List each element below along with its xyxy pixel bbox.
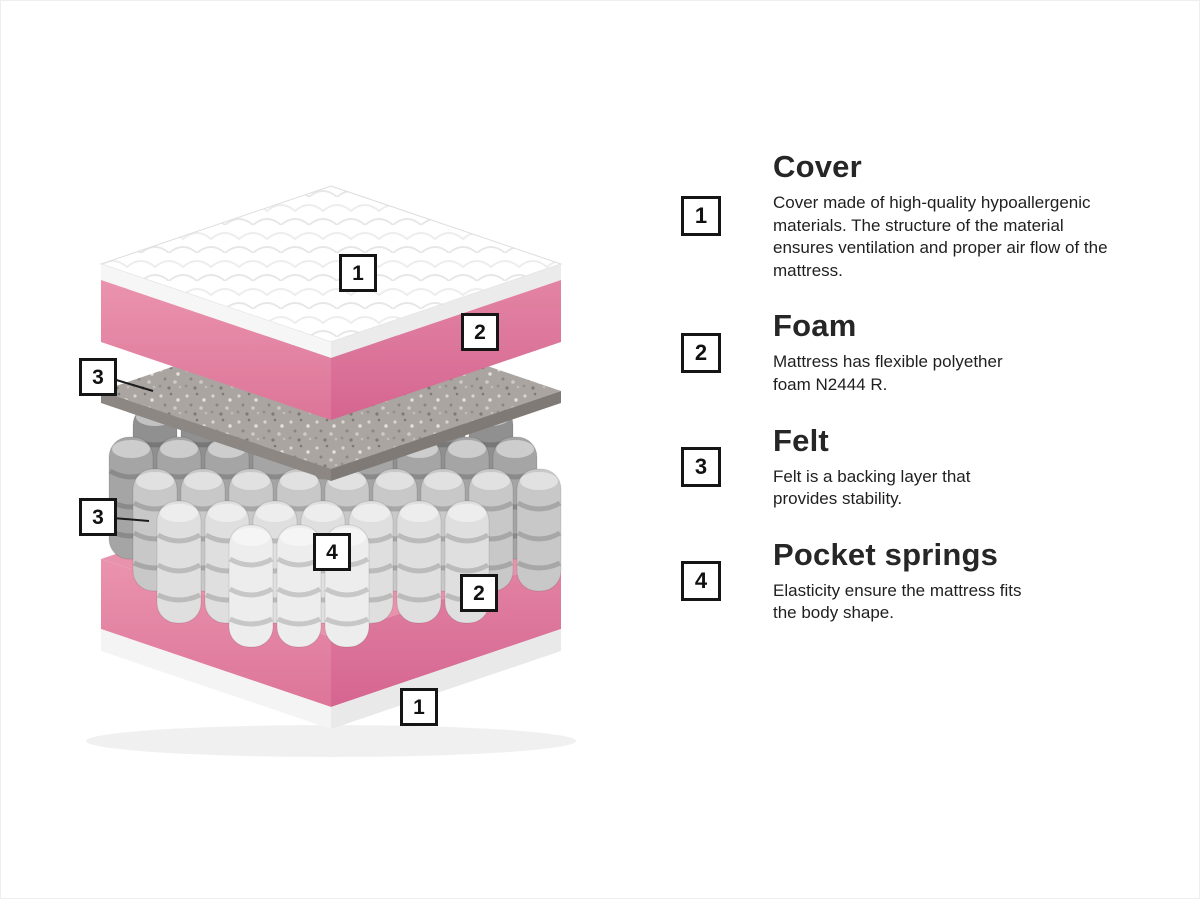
legend-number-foam: 2: [681, 332, 721, 373]
marker-cover-bottom: 1: [400, 688, 438, 726]
legend-text-pocket-springs: Pocket springs Elasticity ensure the mat…: [773, 537, 1049, 625]
legend-number-label: 4: [694, 567, 708, 593]
legend-title-pocket-springs: Pocket springs: [773, 536, 999, 572]
legend-description-cover: Cover made of high-quality hypoallergeni…: [773, 193, 1108, 280]
marker-label: 4: [326, 540, 338, 564]
legend-title-cover: Cover: [773, 149, 862, 184]
legend-item-cover: 1 Cover Cover made of high-quality hypoa…: [681, 149, 1161, 282]
marker-label: 3: [92, 365, 104, 389]
marker-felt-lower: 3: [79, 498, 117, 536]
legend-text-cover: Cover Cover made of high-quality hypoall…: [773, 149, 1125, 282]
legend-number-cover: 1: [681, 195, 721, 236]
legend-title-foam: Foam: [773, 308, 857, 344]
legend-number-pocket-springs: 4: [681, 560, 721, 601]
legend: 1 Cover Cover made of high-quality hypoa…: [681, 149, 1161, 651]
marker-label: 1: [413, 695, 425, 719]
marker-label: 2: [473, 581, 485, 605]
marker-springs: 4: [313, 533, 351, 571]
legend-number-label: 1: [694, 202, 708, 228]
legend-number-label: 3: [694, 453, 708, 479]
legend-item-felt: 3 Felt Felt is a backing layer that prov…: [681, 423, 1161, 511]
marker-leader-lines: [112, 378, 154, 522]
legend-item-foam: 2 Foam Mattress has flexible polyether f…: [681, 308, 1161, 396]
legend-number-felt: 3: [681, 446, 721, 487]
legend-item-pocket-springs: 4 Pocket springs Elasticity ensure the m…: [681, 537, 1161, 625]
marker-foam-bottom: 2: [460, 574, 498, 612]
marker-foam-top: 2: [461, 313, 499, 351]
legend-description-pocket-springs: Elasticity ensure the mattress fits the …: [773, 580, 1022, 623]
marker-label: 1: [352, 261, 364, 285]
marker-felt-upper: 3: [79, 358, 117, 396]
marker-label: 3: [92, 505, 104, 529]
floor-shadow: [86, 725, 576, 757]
legend-text-felt: Felt Felt is a backing layer that provid…: [773, 423, 997, 511]
legend-number-label: 2: [694, 339, 708, 365]
layer-cover-top: [99, 185, 563, 420]
legend-title-felt: Felt: [773, 422, 829, 458]
legend-text-foam: Foam Mattress has flexible polyether foa…: [773, 308, 1031, 396]
legend-description-foam: Mattress has flexible polyether foam N24…: [773, 352, 1003, 395]
mattress-illustration: [86, 185, 576, 757]
marker-cover-top: 1: [339, 254, 377, 292]
mattress-diagram: 1 2 3 3 4 2 1: [1, 1, 661, 898]
marker-label: 2: [474, 320, 486, 344]
legend-description-felt: Felt is a backing layer that provides st…: [773, 466, 971, 509]
